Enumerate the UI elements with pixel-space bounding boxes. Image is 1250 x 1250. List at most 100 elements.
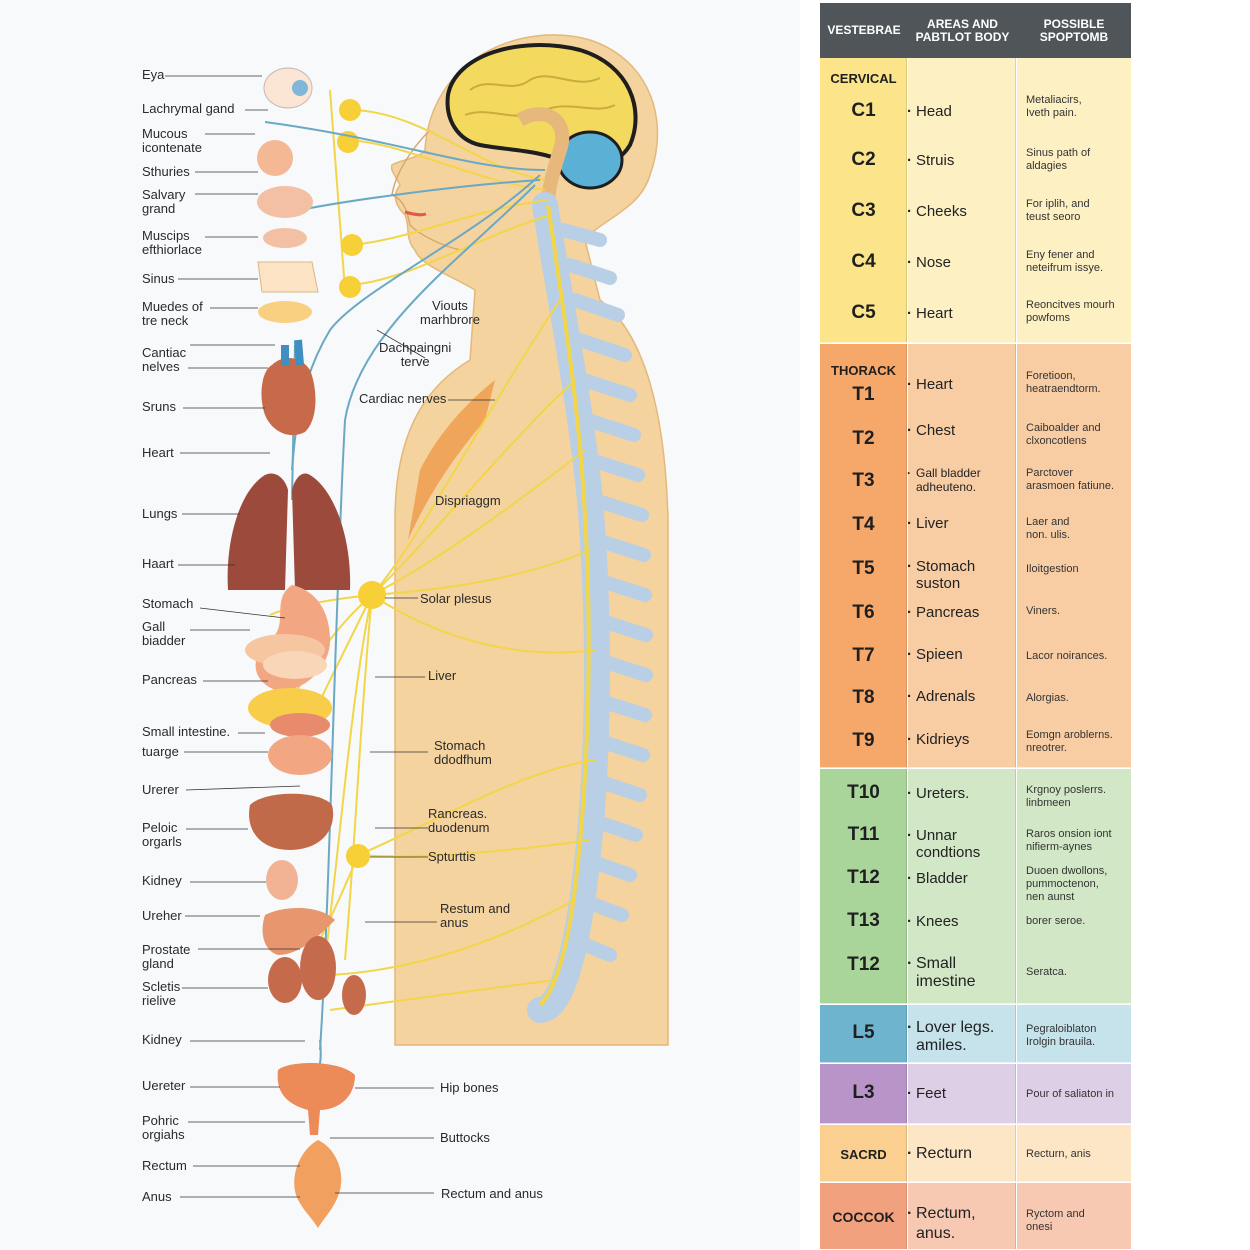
label-lachrymal-gland: Lachrymal gand bbox=[142, 101, 235, 116]
body-area: Spieen bbox=[907, 646, 1016, 663]
label-sinus: Sinus bbox=[142, 271, 175, 286]
label-small-intestine: Small intestine. bbox=[142, 724, 231, 739]
symptom: Duoen dwollons, pummoctenon, nen aunst bbox=[1026, 865, 1108, 903]
eye-iris bbox=[292, 80, 308, 96]
organs bbox=[227, 67, 366, 1228]
body-area: Chest bbox=[907, 422, 1016, 439]
label-pelvic-organs: Peloic orgarls bbox=[142, 820, 182, 849]
label-kidney-lower: Kidney bbox=[142, 1032, 182, 1047]
kidney-organ-left bbox=[268, 957, 302, 1003]
symptom: Metaliacirs, Iveth pain. bbox=[1026, 94, 1082, 119]
body-area: Rectum, anus. bbox=[907, 1204, 1016, 1244]
header-vertebrae: VESTEBRAE bbox=[827, 23, 901, 37]
sacral-code-column bbox=[820, 1125, 907, 1182]
right-lung bbox=[292, 473, 351, 590]
body-area: Liver bbox=[907, 515, 1016, 532]
segment-thoracic: THORACK T1HeartForetioon, heatraendtorm.… bbox=[820, 344, 1131, 768]
vertebra-code: C3 bbox=[851, 200, 876, 221]
body-area: Recturn bbox=[907, 1145, 1016, 1162]
segment-divider bbox=[820, 767, 1131, 769]
vertebra-code: T1 bbox=[852, 384, 875, 405]
l5-code-column bbox=[820, 1005, 907, 1063]
lips-mark bbox=[404, 210, 427, 217]
body-area: Feet bbox=[907, 1085, 1016, 1102]
segment-title-thoracic: THORACK bbox=[831, 363, 896, 378]
label-salivary-gland: Salvary grand bbox=[142, 187, 186, 216]
symptom: borer seroe. bbox=[1026, 915, 1086, 927]
kidney-organ-right bbox=[300, 936, 336, 1000]
label-pohric-organs: Pohric orgiahs bbox=[142, 1113, 185, 1142]
vertebra-code: T13 bbox=[847, 910, 880, 931]
cervical-symptom-column bbox=[1017, 58, 1131, 343]
symptom: Foretioon, heatraendtorm. bbox=[1026, 370, 1101, 395]
chart-header: VESTEBRAE AREAS AND PABTLOT BODY POSSIBL… bbox=[820, 3, 1131, 58]
cervical-code-column bbox=[820, 58, 907, 343]
segment-l5: L5Lover legs. amiles.Pegraloiblaton Irol… bbox=[820, 1005, 1131, 1063]
body-area: Head bbox=[907, 103, 1016, 120]
eye-organ bbox=[263, 67, 313, 109]
body-area: Nose bbox=[907, 254, 1016, 271]
spinal-cord bbox=[538, 204, 591, 1007]
vertebra-code: T10 bbox=[847, 782, 880, 803]
liver-organ bbox=[249, 793, 334, 850]
symptom: Eomgn aroblerns. nreotrer. bbox=[1026, 729, 1113, 754]
symptom: Pour of saliaton in bbox=[1026, 1088, 1115, 1100]
segment-cervical: CERVICAL C1HeadMetaliacirs, Iveth pain. … bbox=[820, 58, 1131, 343]
callout-pancreas-duodenum: Rancreas. duodenum bbox=[428, 806, 490, 835]
l5-symptom-column bbox=[1017, 1005, 1131, 1063]
symptom: For iplih, and teust seoro bbox=[1026, 198, 1090, 223]
vertebra-code: T12 bbox=[847, 867, 880, 888]
vertebrae-chart: VESTEBRAE AREAS AND PABTLOT BODY POSSIBL… bbox=[820, 3, 1131, 1249]
body-area: Struis bbox=[907, 152, 1016, 169]
symptom: Lacor noirances. bbox=[1026, 650, 1108, 662]
thoracic-symptom-column bbox=[1017, 344, 1131, 768]
kidney-organ-upper bbox=[266, 860, 298, 900]
brainstem-shape bbox=[516, 107, 570, 206]
pancreas-organ bbox=[263, 651, 327, 679]
symptom: Alorgias. bbox=[1026, 692, 1069, 704]
body-area: Lover legs. amiles. bbox=[907, 1019, 1016, 1055]
symptom: Laer and non. ulis. bbox=[1026, 516, 1071, 541]
mouth-organ bbox=[263, 228, 307, 248]
cervical-area-column bbox=[908, 58, 1016, 343]
symptom: Seratca. bbox=[1026, 966, 1067, 978]
segment-divider bbox=[820, 342, 1131, 344]
vertebra-code: T5 bbox=[852, 558, 875, 579]
label-prostate-gland: Prostate gland bbox=[142, 942, 191, 971]
diaphragm-shape bbox=[408, 380, 495, 540]
body-area: Pancreas bbox=[907, 604, 1016, 621]
ganglia-dots bbox=[337, 99, 386, 868]
symptom: Eny fener and neteifrum issye. bbox=[1026, 249, 1104, 274]
anatomy-illustration bbox=[165, 34, 669, 1228]
callout-buttocks: Buttocks bbox=[440, 1130, 490, 1145]
vertebra-code: C4 bbox=[851, 251, 876, 272]
bladder-organ bbox=[277, 1063, 355, 1135]
vertebra-code: L3 bbox=[852, 1082, 875, 1103]
vertebra-code: T4 bbox=[852, 514, 875, 535]
segment-divider bbox=[820, 1123, 1131, 1125]
coccyx-symptom-column bbox=[1017, 1183, 1131, 1249]
segment-sacral: SACRDRecturnRecturn, anis bbox=[820, 1125, 1131, 1182]
symptom: Viners. bbox=[1026, 605, 1061, 617]
segment-l3: L3 Feet Pour of saliaton in bbox=[820, 1064, 1131, 1124]
body-area: Unnar condtions bbox=[907, 827, 1016, 861]
callout-dachpaingni-terve: Dachpaingni terve bbox=[379, 340, 452, 369]
symptom: Iloitgestion bbox=[1026, 563, 1079, 575]
label-haart: Haart bbox=[142, 556, 174, 571]
symptom: Ryctom and onesi bbox=[1026, 1208, 1085, 1233]
label-tuarge: tuarge bbox=[142, 744, 179, 759]
label-lungs: Lungs bbox=[142, 506, 178, 521]
left-lung bbox=[227, 473, 288, 590]
label-stomach: Stomach bbox=[142, 596, 194, 611]
vertebra-code: T3 bbox=[852, 470, 875, 491]
label-muscles-of-neck: Muedes of tre neck bbox=[142, 299, 203, 328]
large-intestine-organ bbox=[268, 735, 332, 775]
header-areas: AREAS AND PABTLOT BODY bbox=[915, 16, 1010, 44]
symptom: Parctover arasmoen fatiune. bbox=[1026, 467, 1115, 492]
intestine-lower-organ bbox=[270, 713, 330, 737]
segment-lower-thoracic: T10Ureters.Krgnoy poslerrs. linbmeen T11… bbox=[820, 769, 1131, 1004]
callout-diaphragm: Dispriaggm bbox=[435, 493, 501, 508]
body-area: Adrenals bbox=[907, 688, 1016, 705]
spine-processes bbox=[556, 223, 653, 962]
label-mucous: Mucous icontenate bbox=[142, 126, 202, 155]
